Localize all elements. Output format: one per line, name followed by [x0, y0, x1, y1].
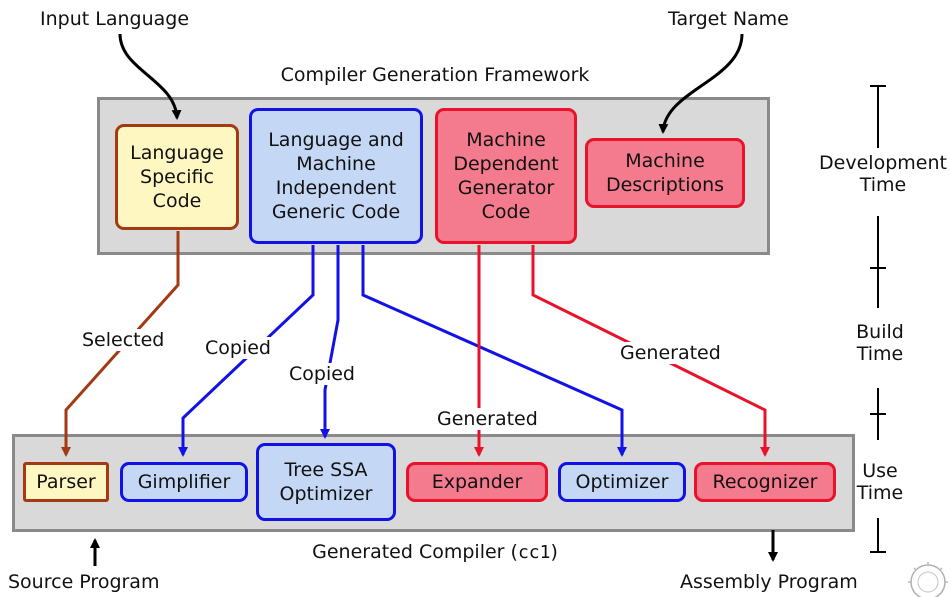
- compiler-title-suffix: ): [550, 541, 558, 563]
- language-specific-code-box: Language Specific Code: [115, 124, 239, 230]
- generated-compiler-title: Generated Compiler (cc1): [312, 541, 558, 564]
- parser-label: Parser: [36, 471, 96, 493]
- tree-ssa-optimizer-label: Tree SSA Optimizer: [279, 459, 373, 505]
- parser-box: Parser: [23, 462, 109, 502]
- machine-descriptions-label: Machine Descriptions: [605, 150, 725, 196]
- generic-code-box: Language and Machine Independent Generic…: [249, 108, 423, 244]
- selected-edge-label: Selected: [80, 329, 167, 351]
- input-language-label: Input Language: [40, 8, 190, 30]
- target-name-arrow: [658, 33, 744, 134]
- target-name-label: Target Name: [668, 8, 789, 30]
- copied-optimizer-connector: [361, 245, 627, 457]
- machine-descriptions-box: Machine Descriptions: [585, 138, 745, 208]
- copied-tree-ssa-connector: [320, 245, 340, 439]
- compiler-title-code: cc1: [517, 542, 551, 563]
- assembly-program-label: Assembly Program: [680, 571, 858, 593]
- copied-edge-label-2: Copied: [287, 363, 357, 385]
- emblem-seal: [908, 562, 948, 597]
- expander-label: Expander: [431, 471, 523, 493]
- generated-edge-label-1: Generated: [618, 342, 723, 364]
- source-program-label: Source Program: [8, 571, 160, 593]
- recognizer-box: Recognizer: [694, 462, 836, 502]
- generic-code-label: Language and Machine Independent Generic…: [268, 129, 404, 223]
- machine-dependent-generator-label: Machine Dependent Generator Code: [453, 129, 559, 223]
- language-specific-code-label: Language Specific Code: [130, 142, 224, 212]
- tree-ssa-optimizer-box: Tree SSA Optimizer: [256, 443, 396, 521]
- development-time-label: Development Time: [819, 152, 947, 196]
- framework-title: Compiler Generation Framework: [280, 64, 590, 86]
- copied-edge-label-1: Copied: [203, 337, 273, 359]
- machine-dependent-generator-box: Machine Dependent Generator Code: [435, 108, 577, 244]
- gimplifier-label: Gimplifier: [137, 471, 231, 493]
- recognizer-label: Recognizer: [712, 471, 818, 493]
- expander-box: Expander: [406, 462, 548, 502]
- generated-edge-label-2: Generated: [435, 408, 540, 430]
- optimizer-label: Optimizer: [575, 471, 669, 493]
- build-time-label: Build Time: [856, 321, 904, 365]
- optimizer-box: Optimizer: [558, 462, 686, 502]
- compiler-title-prefix: Generated Compiler (: [312, 541, 518, 563]
- input-language-arrow: [118, 33, 182, 120]
- gimplifier-box: Gimplifier: [120, 462, 248, 502]
- timeline-axis: [870, 85, 886, 553]
- use-time-label: Use Time: [856, 460, 904, 504]
